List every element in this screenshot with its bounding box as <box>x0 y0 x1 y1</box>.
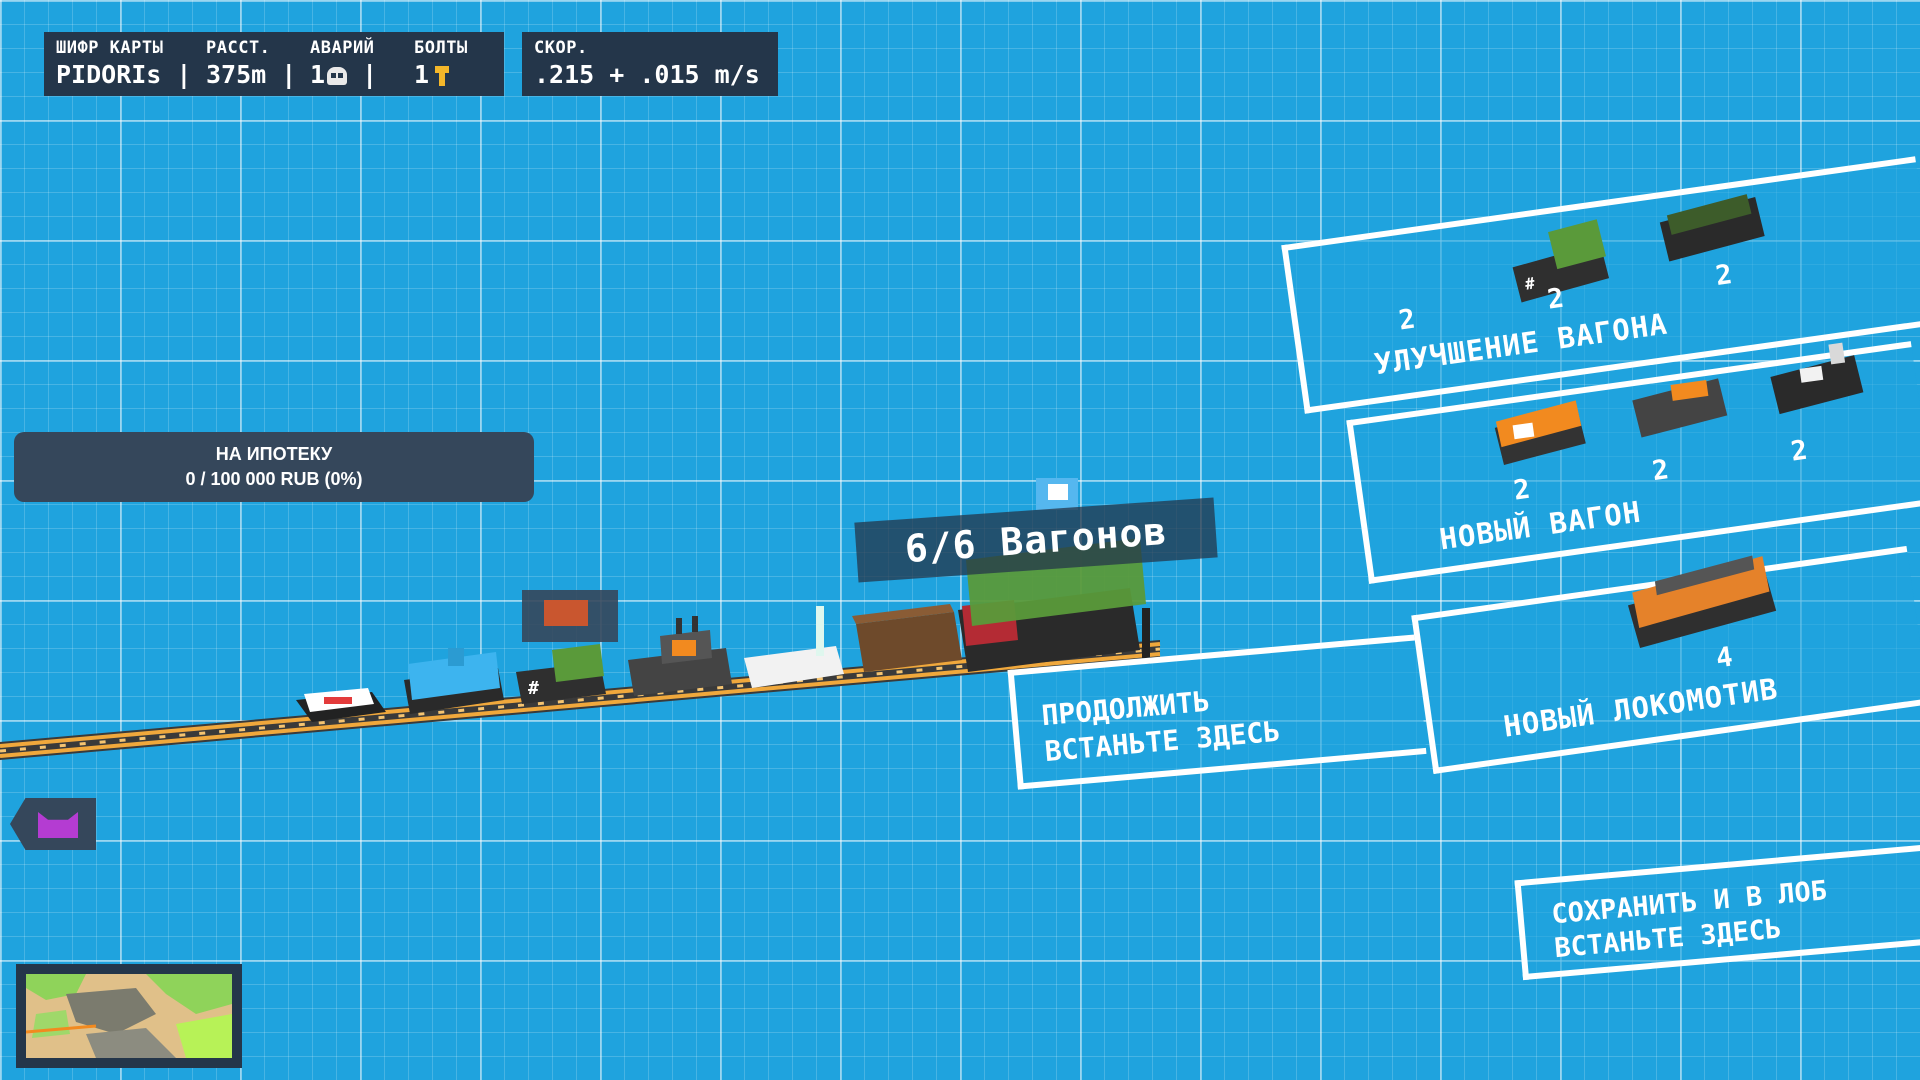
speed-label: СКОР. <box>534 38 588 58</box>
car-green-turret[interactable]: # <box>516 590 618 704</box>
new-locomotive-price: 4 <box>1714 641 1735 675</box>
upgrade-car-icons: # <box>1508 192 1767 303</box>
hud-speed-panel: СКОР. .215 + .015 m/s <box>522 32 778 96</box>
car-brown-wooden[interactable] <box>852 604 962 672</box>
new-car-icons <box>1493 341 1865 466</box>
mortgage-title: НА ИПОТЕКУ <box>215 444 333 464</box>
seed-label: ШИФР КАРТЫ <box>56 38 164 58</box>
bolts-value: 1 <box>414 60 450 89</box>
upgrade-option-dark-car[interactable] <box>1658 192 1767 262</box>
car-blue-water[interactable] <box>404 648 504 714</box>
bolt-icon <box>435 66 450 86</box>
crashes-label: АВАРИЙ <box>310 38 375 58</box>
mortgage-value: 0 / 100 000 RUB (0%) <box>185 469 363 489</box>
seed-value: PIDORIs | <box>56 60 192 89</box>
new-locomotive-zone[interactable]: 4 НОВЫЙ ЛОКОМОТИВ <box>1411 545 1920 775</box>
minimap[interactable] <box>16 964 242 1068</box>
side-menu-tab[interactable] <box>10 798 96 850</box>
crashes-value: 1 | <box>310 60 378 89</box>
cat-icon <box>38 812 78 838</box>
car-white-flatbed[interactable] <box>744 606 844 688</box>
new-locomotive-icon[interactable] <box>1611 527 1843 657</box>
car-orange-engine[interactable] <box>628 616 732 696</box>
new-car-title: НОВЫЙ ВАГОН <box>1437 494 1644 557</box>
hud-stats-panel: ШИФР КАРТЫ РАССТ. АВАРИЙ БОЛТЫ PIDORIs |… <box>44 32 504 96</box>
svg-text:#: # <box>1524 274 1537 294</box>
skull-icon <box>327 67 348 85</box>
new-car-option-black[interactable] <box>1767 341 1865 415</box>
minimap-terrain <box>26 974 232 1058</box>
bolts-label: БОЛТЫ <box>414 38 468 58</box>
car-white-barrier[interactable] <box>296 688 386 722</box>
new-car-option-orange[interactable] <box>1493 400 1588 466</box>
upgrade-option-green-car[interactable]: # <box>1508 219 1611 303</box>
distance-label: РАССТ. <box>206 38 271 58</box>
mortgage-progress-panel: НА ИПОТЕКУ 0 / 100 000 RUB (0%) <box>14 432 534 502</box>
upgrade-car-zone[interactable]: # 2 2 2 УЛУЧШЕНИЕ ВАГОНА <box>1281 156 1920 414</box>
new-car-zone[interactable]: 2 2 2 НОВЫЙ ВАГОН <box>1346 341 1920 584</box>
new-car-option-grey[interactable] <box>1631 378 1729 438</box>
upgrade-price-1: 2 <box>1396 303 1418 337</box>
distance-value: 375m | <box>206 60 297 89</box>
svg-text:#: # <box>528 678 539 699</box>
speed-value: .215 + .015 m/s <box>534 60 760 89</box>
